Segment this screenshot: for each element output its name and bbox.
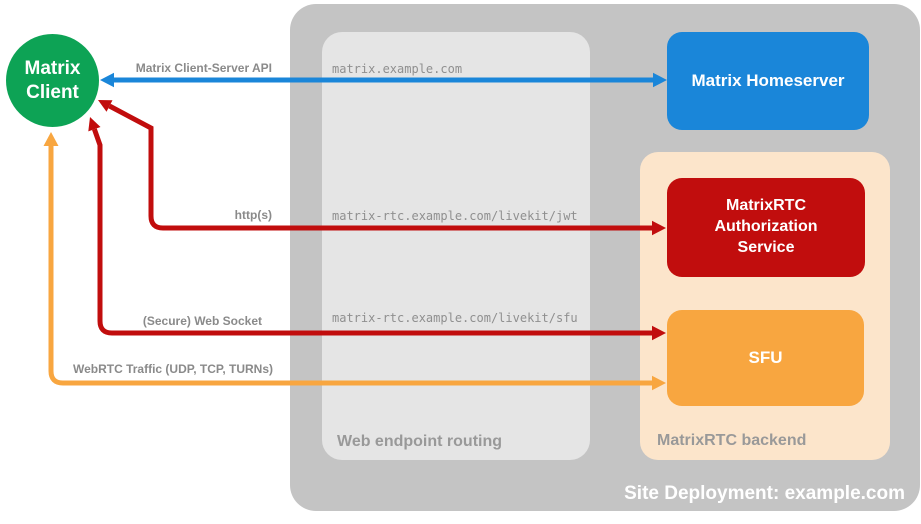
arrowhead-to-client-icon: [88, 117, 101, 132]
endpoint-livekit-sfu: matrix-rtc.example.com/livekit/sfu: [332, 311, 578, 325]
websocket-arrow-label: (Secure) Web Socket: [142, 314, 262, 328]
arrowhead-left-icon: [100, 72, 114, 88]
matrix-client-label: Matrix Client: [24, 57, 81, 103]
webrtc-traffic-arrow-label: WebRTC Traffic (UDP, TCP, TURNs): [72, 362, 273, 376]
matrixrtc-authorization-service-node: MatrixRTC Authorization Service: [667, 178, 865, 277]
arrowhead-to-client-icon: [98, 100, 113, 112]
matrixrtc-authorization-service-label: MatrixRTC Authorization Service: [714, 197, 818, 256]
matrix-client-node: Matrix Client: [6, 34, 99, 127]
matrix-homeserver-node: Matrix Homeserver: [667, 32, 869, 130]
site-deployment-label: Site Deployment: example.com: [624, 483, 905, 504]
web-endpoint-routing-label: Web endpoint routing: [337, 433, 503, 450]
sfu-node: SFU: [667, 310, 864, 406]
arrowhead-to-client-icon: [43, 132, 59, 146]
matrix-homeserver-label: Matrix Homeserver: [691, 71, 845, 90]
https-arrow-label: http(s): [234, 208, 272, 222]
client-server-api-arrow-label: Matrix Client-Server API: [135, 61, 272, 75]
endpoint-livekit-jwt: matrix-rtc.example.com/livekit/jwt: [332, 209, 578, 223]
matrixrtc-backend-label: MatrixRTC backend: [657, 432, 807, 449]
endpoint-matrix-example-com: matrix.example.com: [332, 62, 463, 76]
web-endpoint-routing-container: [322, 32, 590, 460]
sfu-label: SFU: [748, 348, 783, 367]
